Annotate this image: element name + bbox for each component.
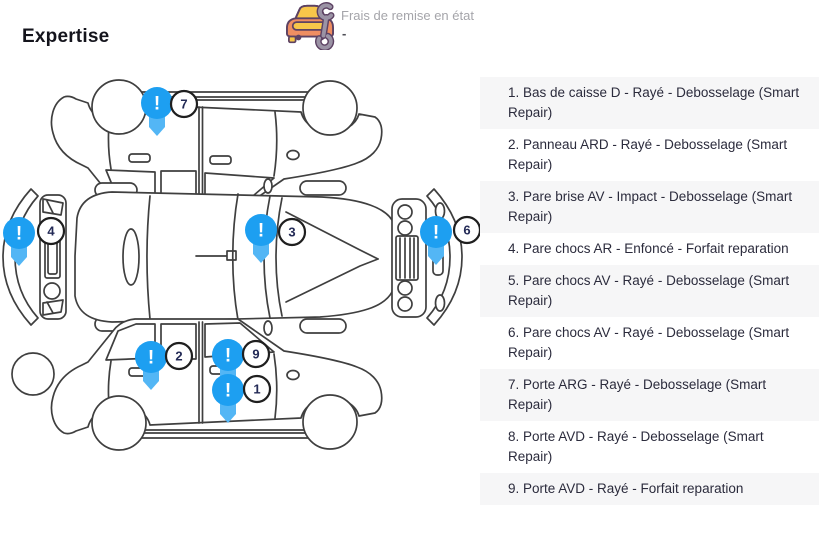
exclamation-icon: ! (433, 223, 439, 244)
damage-number-badge[interactable] (36, 216, 66, 246)
damage-item: 1. Bas de caisse D - Rayé - Debosselage … (480, 77, 819, 129)
car-top-view (74, 178, 397, 336)
damage-marker-1[interactable]: !1 (212, 374, 272, 423)
damage-marker-4[interactable]: !4 (3, 216, 66, 266)
damage-item: 7. Porte ARG - Rayé - Debosselage (Smart… (480, 369, 819, 421)
damage-label: 4. Pare chocs AR - Enfoncé - Forfait rep… (508, 241, 789, 256)
damage-number: 7 (180, 97, 187, 112)
damage-number-badge[interactable] (164, 341, 194, 371)
damage-item: 5. Pare chocs AV - Rayé - Debosselage (S… (480, 265, 819, 317)
car-repair-icon (286, 2, 335, 50)
damage-item: 4. Pare chocs AR - Enfoncé - Forfait rep… (480, 233, 819, 265)
damage-label: 6. Pare chocs AV - Rayé - Debosselage (S… (508, 325, 790, 360)
damage-list: 1. Bas de caisse D - Rayé - Debosselage … (480, 77, 819, 505)
damage-item: 6. Pare chocs AV - Rayé - Debosselage (S… (480, 317, 819, 369)
damage-marker-layer: !7!4!3!6!2!9!1 (3, 87, 480, 423)
damage-marker-6[interactable]: !6 (420, 215, 480, 265)
repair-cost-label: Frais de remise en état (341, 8, 474, 23)
damage-label: 3. Pare brise AV - Impact - Debosselage … (508, 189, 793, 224)
damage-label: 1. Bas de caisse D - Rayé - Debosselage … (508, 85, 800, 120)
damage-number-badge[interactable] (169, 89, 199, 119)
alert-pin-icon (3, 217, 35, 249)
alert-pin-icon (212, 339, 244, 371)
alert-pin-icon (420, 216, 452, 248)
damage-label: 7. Porte ARG - Rayé - Debosselage (Smart… (508, 377, 767, 412)
exclamation-icon: ! (258, 221, 264, 242)
spare-wheel (11, 352, 55, 396)
damage-item: 3. Pare brise AV - Impact - Debosselage … (480, 181, 819, 233)
car-damage-diagram: !7!4!3!6!2!9!1 (2, 79, 480, 451)
damage-number: 1 (253, 382, 260, 397)
alert-pin-icon (141, 87, 173, 119)
alert-pin-icon (135, 341, 167, 373)
damage-item: 8. Porte AVD - Rayé - Debosselage (Smart… (480, 421, 819, 473)
car-front-view (391, 188, 463, 326)
exclamation-icon: ! (16, 224, 22, 245)
exclamation-icon: ! (148, 348, 154, 369)
damage-item: 9. Porte AVD - Rayé - Forfait reparation (480, 473, 819, 505)
damage-number-badge[interactable] (277, 217, 307, 247)
damage-number-badge[interactable] (242, 374, 272, 404)
damage-label: 8. Porte AVD - Rayé - Debosselage (Smart… (508, 429, 764, 464)
damage-marker-7[interactable]: !7 (141, 87, 199, 136)
exclamation-icon: ! (154, 94, 160, 115)
repair-cost-value: - (342, 26, 347, 41)
alert-pin-icon (212, 374, 244, 406)
damage-item: 2. Panneau ARD - Rayé - Debosselage (Sma… (480, 129, 819, 181)
damage-marker-2[interactable]: !2 (135, 341, 194, 390)
damage-label: 2. Panneau ARD - Rayé - Debosselage (Sma… (508, 137, 788, 172)
damage-label: 5. Pare chocs AV - Rayé - Debosselage (S… (508, 273, 790, 308)
alert-pin-icon (245, 214, 277, 246)
damage-number-badge[interactable] (241, 339, 271, 369)
wrench-icon (316, 3, 334, 50)
exclamation-icon: ! (225, 346, 231, 367)
damage-number: 4 (47, 224, 55, 239)
damage-number-badge[interactable] (452, 215, 480, 245)
damage-number: 2 (175, 349, 182, 364)
exclamation-icon: ! (225, 381, 231, 402)
car-side-view-bottom (11, 318, 383, 451)
damage-number: 6 (463, 223, 470, 238)
damage-number: 3 (288, 225, 295, 240)
damage-label: 9. Porte AVD - Rayé - Forfait reparation (508, 481, 744, 496)
damage-marker-3[interactable]: !3 (245, 214, 307, 263)
damage-number: 9 (252, 347, 259, 362)
page-title: Expertise (22, 25, 110, 47)
